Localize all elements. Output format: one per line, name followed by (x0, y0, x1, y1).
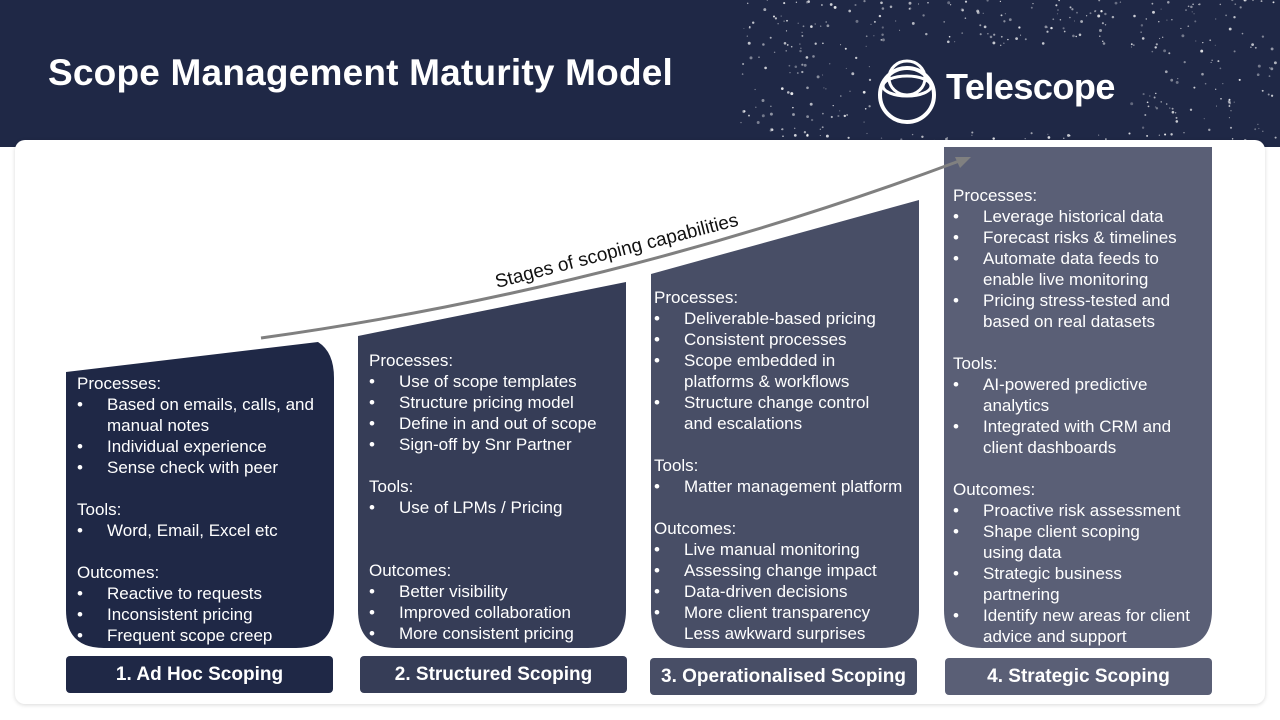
page-title: Scope Management Maturity Model (48, 52, 674, 93)
list-item: Data-driven decisions (654, 581, 923, 602)
list-item: AI-powered predictive analytics (953, 374, 1208, 416)
list-item: Assessing change impact (654, 560, 923, 581)
list-item: Pricing stress-tested and based on real … (953, 290, 1208, 332)
list-item: Identify new areas for client advice and… (953, 605, 1208, 647)
outcomes-list: Reactive to requests Inconsistent pricin… (77, 583, 330, 646)
list-item: Better visibility (369, 581, 622, 602)
processes-heading: Processes: (369, 351, 454, 370)
list-item: Individual experience (77, 436, 330, 457)
tools-list: Matter management platform (654, 476, 923, 497)
list-item: Frequent scope creep (77, 625, 330, 646)
processes-list: Use of scope templates Structure pricing… (369, 371, 622, 455)
list-item: Structure change control and escalations (654, 392, 923, 434)
list-item: Proactive risk assessment (953, 500, 1208, 521)
list-item: Strategic business partnering (953, 563, 1208, 605)
outcomes-list: Live manual monitoring Assessing change … (654, 539, 923, 644)
stage-2-label: 2. Structured Scoping (360, 656, 627, 693)
processes-heading: Processes: (77, 374, 162, 393)
list-item: Structure pricing model (369, 392, 622, 413)
list-item: Reactive to requests (77, 583, 330, 604)
list-item: Improved collaboration (369, 602, 622, 623)
tools-list: Word, Email, Excel etc (77, 520, 330, 541)
outcomes-list: Better visibility Improved collaboration… (369, 581, 622, 644)
list-item: Live manual monitoring (654, 539, 923, 560)
processes-list: Based on emails, calls, and manual notes… (77, 394, 330, 478)
outcomes-list: Proactive risk assessment Shape client s… (953, 500, 1208, 647)
tools-heading: Tools: (953, 354, 998, 373)
list-item: Automate data feeds to enable live monit… (953, 248, 1208, 290)
outcomes-heading: Outcomes: (654, 519, 737, 538)
processes-heading: Processes: (654, 288, 739, 307)
list-item: Integrated with CRM and client dashboard… (953, 416, 1208, 458)
growth-arrow (260, 158, 963, 340)
tools-list: AI-powered predictive analytics Integrat… (953, 374, 1208, 458)
list-item: Sense check with peer (77, 457, 330, 478)
list-item: Scope embedded in platforms & workflows (654, 350, 923, 392)
growth-arrow-head (955, 157, 971, 168)
outcomes-heading: Outcomes: (953, 480, 1036, 499)
list-item: Deliverable-based pricing (654, 308, 923, 329)
list-item: Shape client scoping using data (953, 521, 1208, 563)
list-item: More client transparency Less awkward su… (654, 602, 923, 644)
list-item: Sign-off by Snr Partner (369, 434, 622, 455)
tools-list: Use of LPMs / Pricing (369, 497, 622, 518)
outcomes-heading: Outcomes: (77, 563, 160, 582)
list-item: Use of scope templates (369, 371, 622, 392)
list-item: Word, Email, Excel etc (77, 520, 330, 541)
tools-heading: Tools: (77, 500, 122, 519)
list-item: Consistent processes (654, 329, 923, 350)
list-item: More consistent pricing (369, 623, 622, 644)
list-item: Inconsistent pricing (77, 604, 330, 625)
list-item: Based on emails, calls, and manual notes (77, 394, 330, 436)
stage-1-label: 1. Ad Hoc Scoping (66, 656, 333, 693)
processes-heading: Processes: (953, 186, 1038, 205)
list-item: Leverage historical data (953, 206, 1208, 227)
outcomes-heading: Outcomes: (369, 561, 452, 580)
tools-heading: Tools: (654, 456, 699, 475)
processes-list: Leverage historical data Forecast risks … (953, 206, 1208, 332)
header-banner: Scope Management Maturity Model Telescop… (0, 0, 1280, 147)
list-item: Matter management platform (654, 476, 923, 497)
telescope-logo: Telescope (876, 52, 1136, 130)
tools-heading: Tools: (369, 477, 414, 496)
telescope-logo-icon (878, 59, 936, 124)
list-item: Forecast risks & timelines (953, 227, 1208, 248)
stage-4-label: 4. Strategic Scoping (945, 658, 1212, 695)
list-item: Use of LPMs / Pricing (369, 497, 622, 518)
processes-list: Deliverable-based pricing Consistent pro… (654, 308, 923, 434)
logo-wordmark: Telescope (946, 66, 1115, 107)
list-item: Define in and out of scope (369, 413, 622, 434)
stage-3-label: 3. Operationalised Scoping (650, 658, 917, 695)
